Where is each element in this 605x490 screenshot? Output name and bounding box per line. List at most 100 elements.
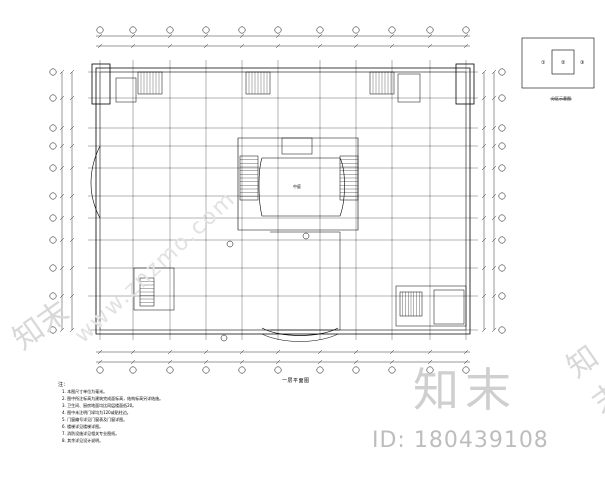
dimension-tick bbox=[463, 33, 469, 39]
grid-bubble bbox=[352, 366, 360, 374]
dimension-tick bbox=[59, 193, 65, 199]
grid-bubble bbox=[498, 292, 506, 300]
core-bottom-left bbox=[133, 267, 175, 311]
dimension-tick bbox=[491, 237, 497, 243]
room-blocks bbox=[115, 71, 467, 327]
grid-bubble bbox=[49, 214, 57, 222]
dimension-tick bbox=[59, 265, 65, 271]
dimension-tick bbox=[59, 95, 65, 101]
grid-bubble bbox=[49, 264, 57, 272]
dimension-tick bbox=[491, 125, 497, 131]
dimension-tick bbox=[317, 33, 323, 39]
grid-bubble bbox=[498, 142, 506, 150]
dimension-tick bbox=[491, 143, 497, 149]
dimension-tick bbox=[317, 359, 323, 365]
grid-bubble bbox=[129, 26, 137, 34]
grid-bubble bbox=[274, 26, 282, 34]
dimension-tick bbox=[481, 237, 487, 243]
toilet-bottom-right bbox=[433, 289, 465, 325]
note-line: 6. 楼梯详见楼梯详图。 bbox=[62, 424, 104, 429]
dimension-lines bbox=[59, 33, 497, 365]
note-line: 7. 消防设施详见相关专业图纸。 bbox=[62, 431, 120, 436]
dimension-tick bbox=[491, 165, 497, 171]
grid-bubble bbox=[166, 26, 174, 34]
grid-bubble bbox=[462, 26, 470, 34]
outer-wall bbox=[95, 67, 471, 335]
dimension-tick bbox=[167, 33, 173, 39]
entrance-canopy bbox=[261, 327, 339, 336]
dimension-tick bbox=[481, 327, 487, 333]
outer-wall-inner bbox=[99, 71, 467, 331]
key-plan-frame bbox=[521, 37, 595, 89]
grid-bubble bbox=[238, 366, 246, 374]
service-top-right bbox=[397, 73, 421, 103]
dimension-tick bbox=[491, 69, 497, 75]
grid-bubble bbox=[49, 124, 57, 132]
grid-bubble bbox=[498, 326, 506, 334]
dimension-tick bbox=[69, 143, 75, 149]
grid-bubble bbox=[49, 292, 57, 300]
dimension-tick bbox=[203, 359, 209, 365]
dimension-tick bbox=[481, 69, 487, 75]
note-line: 1. 本图尺寸单位为毫米。 bbox=[62, 389, 108, 394]
key-plan: ① ② ③ bbox=[521, 37, 595, 100]
dimension-tick bbox=[239, 359, 245, 365]
dimension-tick bbox=[491, 193, 497, 199]
dimension-tick bbox=[167, 349, 173, 355]
dimension-tick bbox=[389, 349, 395, 355]
section-marker bbox=[220, 334, 228, 342]
dimension-tick bbox=[389, 43, 395, 49]
dimension-tick bbox=[69, 69, 75, 75]
grid-bubbles bbox=[49, 26, 506, 374]
dimension-tick bbox=[389, 33, 395, 39]
dimension-tick bbox=[130, 349, 136, 355]
grid-bubble bbox=[238, 26, 246, 34]
dimension-tick bbox=[481, 165, 487, 171]
watermark-brand: 知末 bbox=[413, 363, 517, 417]
dimension-tick bbox=[275, 33, 281, 39]
lower-wing bbox=[270, 231, 341, 331]
entrance-canopy-2 bbox=[261, 333, 339, 342]
dimension-tick bbox=[69, 165, 75, 171]
dimension-tick bbox=[353, 359, 359, 365]
corner-block-top-left bbox=[91, 63, 111, 105]
section-marker bbox=[226, 240, 234, 248]
grid-bubble bbox=[426, 26, 434, 34]
dimension-tick bbox=[130, 43, 136, 49]
key-plan-label-1: ① bbox=[541, 60, 546, 66]
key-plan-label-2: ② bbox=[561, 60, 566, 66]
dimension-tick bbox=[97, 33, 103, 39]
dimension-tick bbox=[317, 43, 323, 49]
dimension-tick bbox=[491, 293, 497, 299]
plan-title: 一层平面图 bbox=[282, 378, 310, 384]
dimension-tick bbox=[491, 95, 497, 101]
dimension-tick bbox=[69, 237, 75, 243]
atrium-label: 中庭 bbox=[293, 183, 301, 189]
dimension-tick bbox=[59, 237, 65, 243]
grid-bubble bbox=[316, 366, 324, 374]
key-plan-core bbox=[551, 49, 575, 75]
atrium-outline bbox=[237, 137, 359, 231]
dimension-tick bbox=[481, 125, 487, 131]
grid-bubble bbox=[498, 68, 506, 76]
dimension-tick bbox=[427, 349, 433, 355]
stair-treads bbox=[140, 72, 420, 316]
dimension-tick bbox=[167, 43, 173, 49]
grid-bubble bbox=[49, 326, 57, 334]
note-line: 8. 其余详见设计说明。 bbox=[62, 438, 104, 443]
note-line: 3. 卫生间、厨房地面均比同层楼面低20。 bbox=[62, 403, 137, 408]
grid-bubble bbox=[388, 26, 396, 34]
grid-bubble bbox=[426, 366, 434, 374]
building-outline bbox=[90, 63, 475, 342]
dimension-tick bbox=[491, 215, 497, 221]
dimension-tick bbox=[353, 43, 359, 49]
notes-title: 注： bbox=[58, 382, 69, 388]
grid-bubble bbox=[96, 26, 104, 34]
dimension-tick bbox=[97, 359, 103, 365]
dimension-tick bbox=[481, 215, 487, 221]
grid-bubble bbox=[49, 192, 57, 200]
dimension-tick bbox=[59, 165, 65, 171]
note-line: 5. 门窗编号详见门窗表及门窗详图。 bbox=[62, 417, 128, 422]
grid-bubble bbox=[49, 68, 57, 76]
